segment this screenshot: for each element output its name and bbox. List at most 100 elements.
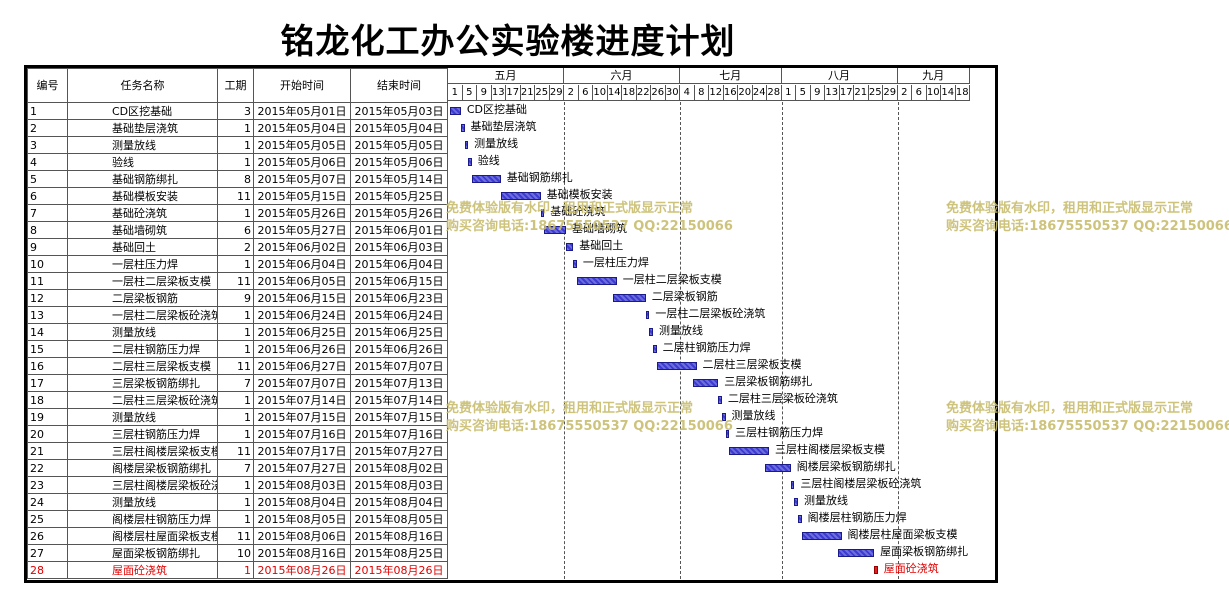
task-start-cell[interactable]: 2015年05月15日	[253, 187, 351, 205]
task-bar[interactable]	[656, 362, 697, 370]
task-id-cell[interactable]: 10	[27, 255, 68, 273]
task-start-cell[interactable]: 2015年08月04日	[253, 493, 351, 511]
task-end-cell[interactable]: 2015年06月23日	[350, 289, 448, 307]
task-start-cell[interactable]: 2015年07月17日	[253, 442, 351, 460]
task-id-cell[interactable]: 6	[27, 187, 68, 205]
task-start-cell[interactable]: 2015年06月02日	[253, 238, 351, 256]
task-bar[interactable]	[794, 498, 798, 506]
task-end-cell[interactable]: 2015年08月26日	[350, 561, 448, 579]
task-name-cell[interactable]: 二层梁板钢筋	[67, 289, 218, 307]
task-end-cell[interactable]: 2015年08月03日	[350, 476, 448, 494]
task-end-cell[interactable]: 2015年05月26日	[350, 204, 448, 222]
task-start-cell[interactable]: 2015年06月05日	[253, 272, 351, 290]
task-name-cell[interactable]: 三层梁板钢筋绑扎	[67, 374, 218, 392]
task-start-cell[interactable]: 2015年07月27日	[253, 459, 351, 477]
task-duration-cell[interactable]: 11	[217, 357, 254, 375]
task-bar[interactable]	[464, 141, 469, 149]
task-bar[interactable]	[460, 124, 465, 132]
task-bar[interactable]	[544, 226, 566, 234]
task-start-cell[interactable]: 2015年05月06日	[253, 153, 351, 171]
task-name-cell[interactable]: 验线	[67, 153, 218, 171]
task-start-cell[interactable]: 2015年05月05日	[253, 136, 351, 154]
task-start-cell[interactable]: 2015年05月01日	[253, 102, 351, 120]
task-name-cell[interactable]: 测量放线	[67, 493, 218, 511]
task-bar[interactable]	[837, 549, 875, 557]
task-name-cell[interactable]: 屋面砼浇筑	[67, 561, 218, 579]
task-duration-cell[interactable]: 1	[217, 493, 254, 511]
task-bar[interactable]	[573, 260, 577, 268]
task-end-cell[interactable]: 2015年06月04日	[350, 255, 448, 273]
task-start-cell[interactable]: 2015年06月15日	[253, 289, 351, 307]
task-end-cell[interactable]: 2015年07月13日	[350, 374, 448, 392]
task-bar[interactable]	[798, 515, 802, 523]
task-start-cell[interactable]: 2015年06月26日	[253, 340, 351, 358]
task-duration-cell[interactable]: 7	[217, 459, 254, 477]
task-name-cell[interactable]: 阁楼层柱钢筋压力焊	[67, 510, 218, 528]
task-start-cell[interactable]: 2015年06月04日	[253, 255, 351, 273]
task-bar[interactable]	[729, 447, 769, 455]
task-end-cell[interactable]: 2015年06月24日	[350, 306, 448, 324]
task-duration-cell[interactable]: 1	[217, 153, 254, 171]
task-id-cell[interactable]: 23	[27, 476, 68, 494]
task-end-cell[interactable]: 2015年08月16日	[350, 527, 448, 545]
task-id-cell[interactable]: 2	[27, 119, 68, 137]
task-bar[interactable]	[500, 192, 541, 200]
task-id-cell[interactable]: 19	[27, 408, 68, 426]
task-duration-cell[interactable]: 11	[217, 527, 254, 545]
task-end-cell[interactable]: 2015年05月25日	[350, 187, 448, 205]
task-id-cell[interactable]: 22	[27, 459, 68, 477]
col-header-end[interactable]: 结束时间	[350, 68, 448, 103]
task-name-cell[interactable]: 基础垫层浇筑	[67, 119, 218, 137]
task-start-cell[interactable]: 2015年05月04日	[253, 119, 351, 137]
task-bar[interactable]	[725, 430, 730, 438]
task-name-cell[interactable]: 一层柱压力焊	[67, 255, 218, 273]
task-bar[interactable]	[645, 311, 650, 319]
task-name-cell[interactable]: 三层柱钢筋压力焊	[67, 425, 218, 443]
task-id-cell[interactable]: 20	[27, 425, 68, 443]
task-duration-cell[interactable]: 9	[217, 289, 254, 307]
task-name-cell[interactable]: CD区挖基础	[67, 102, 218, 120]
task-start-cell[interactable]: 2015年08月05日	[253, 510, 351, 528]
task-name-cell[interactable]: 基础砼浇筑	[67, 204, 218, 222]
task-id-cell[interactable]: 17	[27, 374, 68, 392]
task-duration-cell[interactable]: 1	[217, 323, 254, 341]
task-duration-cell[interactable]: 1	[217, 119, 254, 137]
task-start-cell[interactable]: 2015年06月25日	[253, 323, 351, 341]
task-name-cell[interactable]: 三层柱阁楼层梁板支模	[67, 442, 218, 460]
task-start-cell[interactable]: 2015年07月16日	[253, 425, 351, 443]
task-duration-cell[interactable]: 1	[217, 255, 254, 273]
col-header-start[interactable]: 开始时间	[253, 68, 351, 103]
task-id-cell[interactable]: 3	[27, 136, 68, 154]
task-end-cell[interactable]: 2015年07月07日	[350, 357, 448, 375]
task-id-cell[interactable]: 16	[27, 357, 68, 375]
task-duration-cell[interactable]: 1	[217, 561, 254, 579]
task-bar[interactable]	[874, 566, 878, 574]
task-start-cell[interactable]: 2015年08月03日	[253, 476, 351, 494]
task-bar[interactable]	[649, 328, 653, 336]
task-duration-cell[interactable]: 1	[217, 391, 254, 409]
task-end-cell[interactable]: 2015年05月03日	[350, 102, 448, 120]
task-duration-cell[interactable]: 1	[217, 510, 254, 528]
task-name-cell[interactable]: 二层柱钢筋压力焊	[67, 340, 218, 358]
task-duration-cell[interactable]: 1	[217, 425, 254, 443]
task-duration-cell[interactable]: 2	[217, 238, 254, 256]
task-name-cell[interactable]: 阁楼层柱屋面梁板支模	[67, 527, 218, 545]
task-end-cell[interactable]: 2015年05月14日	[350, 170, 448, 188]
task-id-cell[interactable]: 15	[27, 340, 68, 358]
task-duration-cell[interactable]: 6	[217, 221, 254, 239]
task-start-cell[interactable]: 2015年08月06日	[253, 527, 351, 545]
